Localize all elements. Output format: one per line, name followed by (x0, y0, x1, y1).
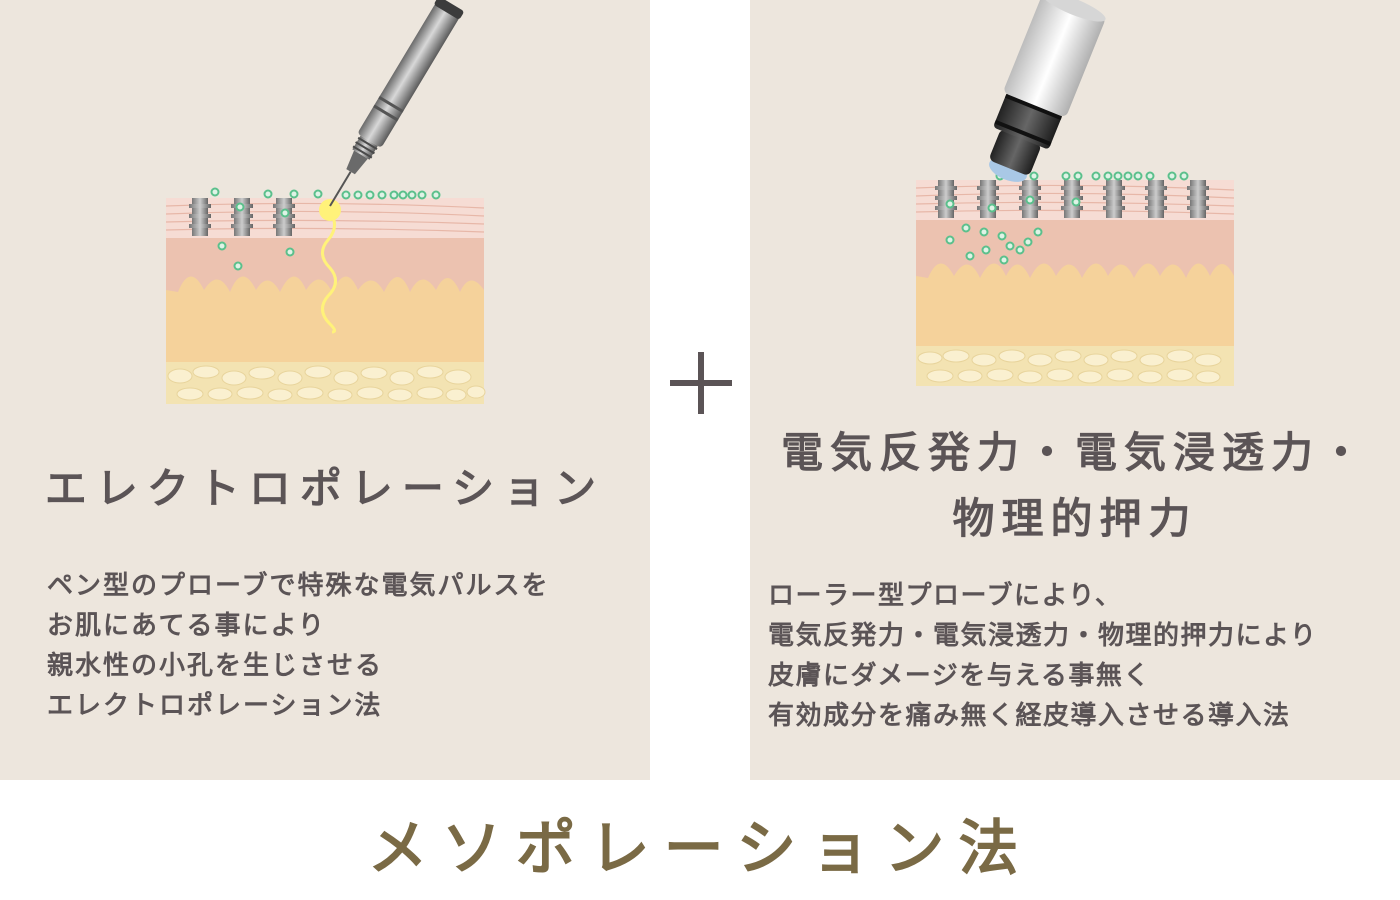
description-line: ローラー型プローブにより、 (768, 581, 1123, 611)
description-line: 電気反発力・電気浸透力・物理的押力により (768, 621, 1318, 651)
skin-cross-section (165, 198, 486, 404)
electric-pulse (321, 211, 337, 334)
pen-probe-icon (329, 0, 464, 207)
description-line: お肌にあてる事により (47, 611, 326, 641)
electroporation-panel: エレクトロポレーション ペン型のプローブで特殊な電気パルスを お肌にあてる事によ… (0, 0, 650, 780)
roller-probe-panel: 電気反発力・電気浸透力・ 物理的押力 ローラー型プローブにより、 電気反発力・電… (750, 0, 1400, 780)
pulse-spark (319, 199, 341, 221)
description-line: 有効成分を痛み無く経皮導入させる導入法 (768, 701, 1291, 731)
electroporation-description: ペン型のプローブで特殊な電気パルスを お肌にあてる事により 親水性の小孔を生じさ… (47, 566, 549, 726)
roller-probe-title: 電気反発力・電気浸透力・ 物理的押力 (750, 420, 1400, 552)
electroporation-title: エレクトロポレーション (44, 464, 606, 513)
title-line: 電気反発力・電気浸透力・ (780, 428, 1369, 477)
roller-probe-illustration (915, 0, 1235, 386)
active-ingredient-particles (210, 187, 441, 271)
description-line: 皮膚にダメージを与える事無く (768, 661, 1151, 691)
mesoporation-title: メソポレーション法 (367, 814, 1033, 884)
electroporation-illustration (165, 0, 486, 404)
plus-icon (670, 352, 732, 414)
roller-probe-icon (989, 0, 1106, 182)
description-line: エレクトロポレーション法 (47, 691, 383, 721)
description-line: 親水性の小孔を生じさせる (47, 651, 384, 681)
roller-probe-description: ローラー型プローブにより、 電気反発力・電気浸透力・物理的押力により 皮膚にダメ… (768, 576, 1317, 736)
title-line: 物理的押力 (952, 494, 1198, 543)
description-line: ペン型のプローブで特殊な電気パルスを (47, 571, 550, 601)
